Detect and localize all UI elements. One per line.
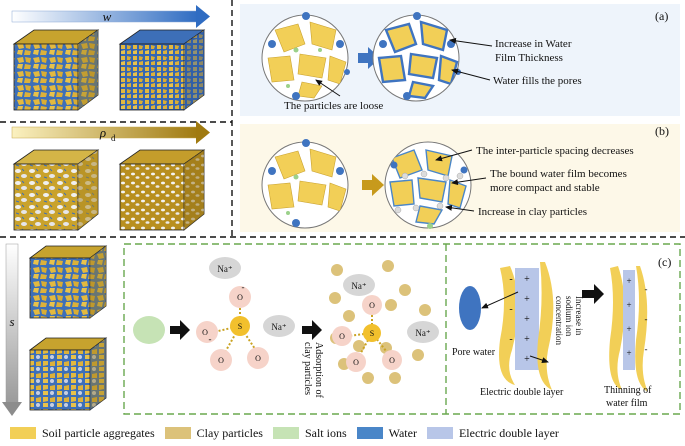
legend: Soil particle aggregates Clay particles …	[0, 420, 685, 446]
s-label: s	[9, 314, 14, 329]
rho-subscript: d	[111, 133, 116, 143]
cube-rho-low	[12, 149, 100, 231]
thin-minus-3: -	[645, 344, 648, 354]
legend-swatch-edl	[426, 427, 453, 439]
o-atom-2: O	[202, 328, 208, 337]
label-increase-2: sodium ion	[564, 296, 574, 337]
edl-plus-1: +	[524, 274, 530, 285]
legend-label-clay: Clay particles	[196, 425, 263, 440]
thin-plus-2: +	[626, 300, 631, 310]
legend-swatch-salt	[272, 427, 299, 439]
panel-a: (a)	[240, 4, 680, 116]
edl-plus-4: +	[524, 334, 530, 345]
arrow-c3	[582, 284, 604, 304]
legend-item-soil: Soil particle aggregates	[10, 426, 155, 441]
edl-minus-1: -	[509, 274, 512, 285]
label-loose: The particles are loose	[284, 100, 383, 112]
particle-circle-wet	[372, 12, 461, 102]
na-ion-3: Na⁺	[351, 281, 366, 291]
label-increase-1: Increase in	[574, 296, 584, 336]
cube-w-low	[12, 29, 100, 111]
thin-minus-1: -	[645, 284, 648, 294]
w-label: w	[103, 9, 112, 24]
o-atom-1: O	[237, 293, 243, 302]
legend-label-water: Water	[388, 425, 417, 440]
label-adsorption-2: clay particles	[302, 342, 313, 395]
panel-a-arrow	[358, 47, 380, 69]
legend-item-clay: Clay particles	[164, 425, 263, 441]
cube-s-high	[28, 337, 108, 411]
label-clay: Increase in clay particles	[478, 206, 587, 218]
legend-item-edl: Electric double layer	[426, 425, 559, 441]
na-ion-4: Na⁺	[415, 328, 430, 338]
label-spacing: The inter-particle spacing decreases	[476, 145, 634, 157]
legend-swatch-water	[356, 427, 383, 439]
thin-plus-1: +	[626, 276, 631, 286]
legend-label-salt: Salt ions	[304, 425, 347, 440]
rho-label: ρ	[99, 125, 106, 140]
thin-plus-4: +	[626, 348, 631, 358]
arrow-c1	[170, 320, 190, 340]
s-atom-1: S	[238, 322, 242, 331]
legend-label-soil: Soil particle aggregates	[42, 425, 155, 440]
cube-w-high	[118, 29, 206, 111]
thin-minus-2: -	[645, 314, 648, 324]
edl-diagram: + + + + + - - - Pore water Electric doub…	[452, 262, 564, 398]
s-axis: s	[2, 243, 22, 416]
label-edl: Electric double layer	[480, 387, 564, 398]
na-ion-1: Na⁺	[217, 264, 232, 274]
edl-plus-3: +	[524, 314, 530, 325]
label-thin-1: Thinning of	[604, 385, 652, 396]
panel-c: (c) Na⁺ Na⁺ O O O O - - S	[123, 243, 681, 415]
o-atom-8: O	[389, 356, 395, 365]
thin-film-diagram: + + + + - - - Thinning of water film	[604, 266, 652, 409]
panel-b-arrow	[362, 174, 384, 196]
cube-s-low	[28, 245, 108, 319]
edl-plus-5: +	[524, 354, 530, 365]
label-film-2: Film Thickness	[495, 52, 563, 64]
o-atom-4: O	[255, 354, 261, 363]
label-bound-2: more compact and stable	[490, 182, 600, 194]
label-adsorption-1: Adsorption of	[313, 342, 324, 399]
o-minus-1: -	[209, 334, 212, 344]
molecule-2: Na⁺ Na⁺ O O O O S	[329, 260, 439, 384]
w-axis: w	[11, 5, 210, 28]
label-film-1: Increase in Water	[495, 38, 572, 50]
label-fill: Water fills the pores	[493, 75, 582, 87]
panel-c-letter: (c)	[658, 255, 671, 269]
edl-minus-2: -	[509, 304, 512, 315]
legend-label-edl: Electric double layer	[458, 425, 559, 440]
na-ion-2: Na⁺	[271, 322, 286, 332]
particle-circle-loose	[261, 12, 350, 102]
edl-minus-3: -	[509, 334, 512, 345]
label-bound-1: The bound water film becomes	[490, 168, 627, 180]
legend-item-water: Water	[356, 425, 417, 441]
panel-b: (b)	[240, 124, 680, 232]
label-pore-water: Pore water	[452, 347, 496, 358]
legend-swatch-soil	[10, 427, 36, 439]
arrow-c2	[302, 320, 322, 340]
edl-plus-2: +	[524, 294, 530, 305]
rho-axis: ρ d	[11, 121, 210, 144]
legend-swatch-clay	[164, 427, 191, 439]
s-atom-2: S	[370, 329, 374, 338]
o-atom-5: O	[369, 301, 375, 310]
salt-ion	[133, 316, 165, 344]
molecule-1: Na⁺ Na⁺ O O O O - - S	[196, 257, 295, 371]
thin-plus-3: +	[626, 324, 631, 334]
o-minus-2: -	[242, 282, 245, 292]
panel-b-letter: (b)	[655, 124, 669, 138]
o-atom-6: O	[339, 332, 345, 341]
o-atom-3: O	[218, 356, 224, 365]
particle-circle-b-loose	[261, 139, 349, 229]
panel-a-letter: (a)	[655, 9, 668, 23]
label-increase-3: concentration	[554, 296, 564, 345]
particle-circle-b-dense	[384, 141, 472, 229]
cube-rho-high	[118, 149, 206, 231]
label-thin-2: water film	[606, 398, 648, 409]
legend-item-salt: Salt ions	[272, 425, 347, 441]
o-atom-7: O	[353, 358, 359, 367]
